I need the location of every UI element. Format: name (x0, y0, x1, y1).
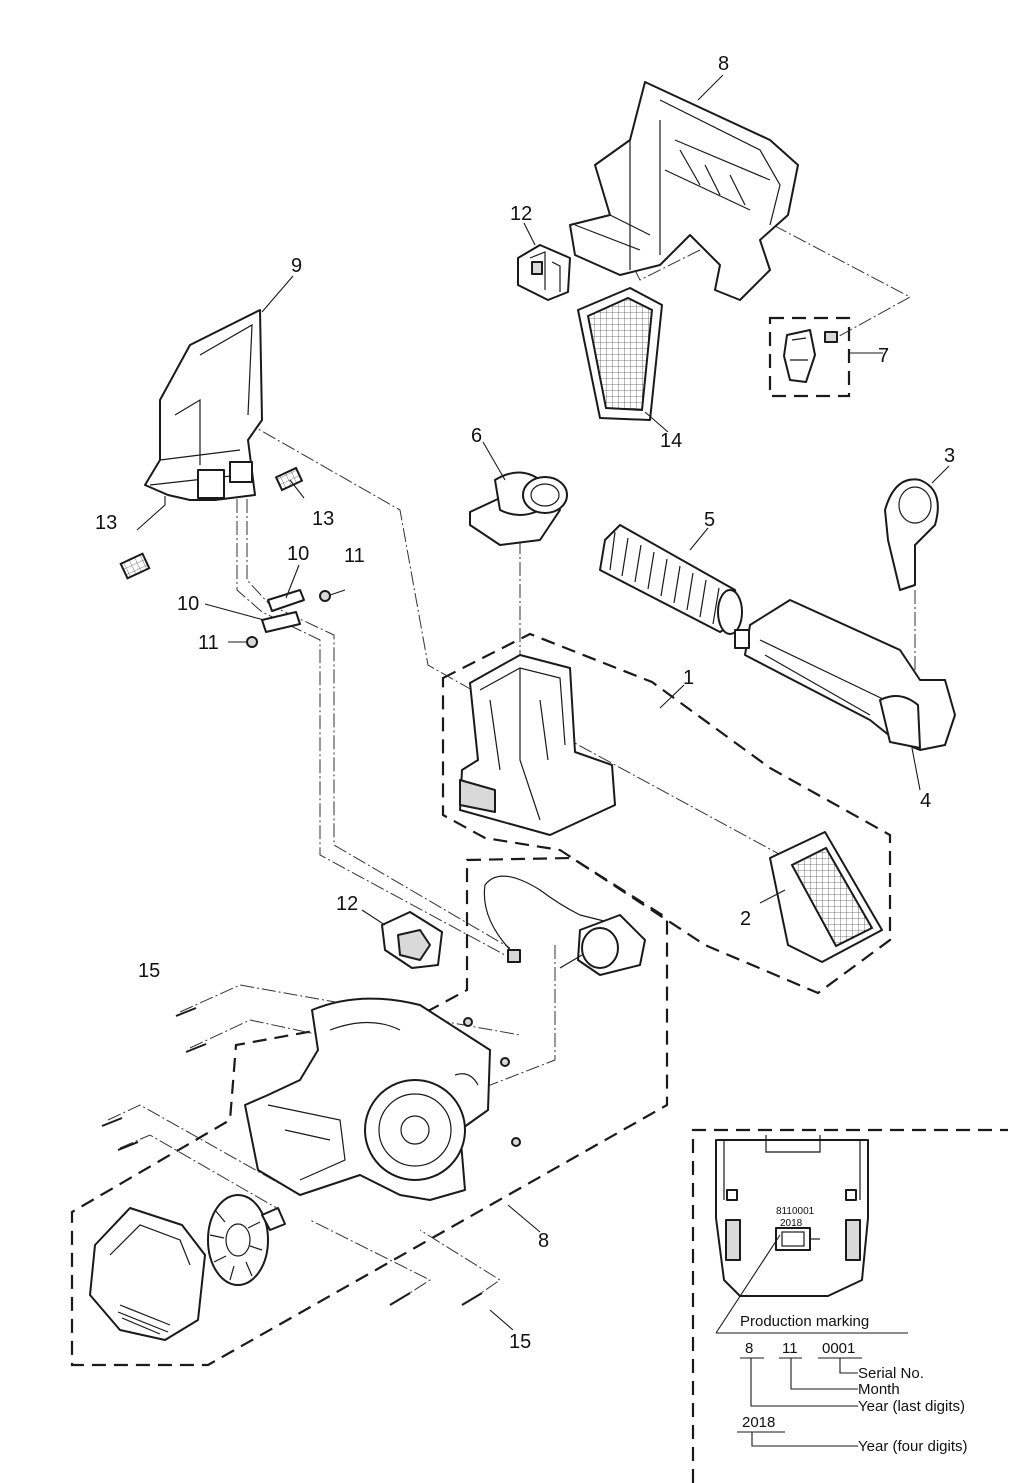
callout-6: 6 (471, 425, 482, 447)
part-9-rear-cover (144, 309, 263, 501)
part-8-upper-housing (569, 81, 799, 301)
callout-1: 1 (683, 667, 694, 689)
digit-month: 11 (782, 1340, 798, 1357)
group-outline-7 (768, 316, 851, 398)
part-11-screws (246, 590, 331, 648)
part-4-tank (734, 599, 956, 751)
part-13-spring-right (274, 466, 304, 492)
part-14-filter-panel (577, 287, 663, 421)
callout-15-bottom: 15 (509, 1331, 531, 1353)
callout-15-top: 15 (138, 960, 160, 982)
callout-4: 4 (920, 790, 931, 812)
callout-8-top: 8 (718, 53, 729, 75)
part-7-latch (783, 329, 838, 383)
inset-border (691, 1128, 1008, 1483)
part-8-lower-housing (244, 997, 491, 1201)
callout-11-lower: 11 (198, 632, 219, 654)
callout-10-lower: 10 (177, 593, 199, 615)
year-last-label: Year (last digits) (858, 1398, 965, 1415)
leader-lines (136, 74, 950, 1331)
part-small-plate (261, 1207, 286, 1231)
group-outline-1 (441, 632, 892, 995)
serial-label: Serial No. (858, 1365, 924, 1382)
part-2-cartridge-filter (769, 831, 883, 963)
callout-13-left: 13 (95, 512, 117, 534)
callout-2: 2 (740, 908, 751, 930)
digit-year-last: 8 (745, 1340, 753, 1357)
group-outline-8-bottom (70, 856, 669, 1367)
callout-5: 5 (704, 509, 715, 531)
label-code: 8110001 (776, 1206, 815, 1217)
part-10-plates (261, 589, 305, 633)
callout-labels: 8 12 9 7 14 6 3 5 13 13 10 11 10 11 1 4 … (95, 53, 955, 1353)
year-full: 2018 (742, 1414, 775, 1431)
callout-9: 9 (291, 255, 302, 277)
label-year: 2018 (780, 1218, 803, 1229)
callout-12-mid: 12 (336, 893, 358, 915)
callout-13-right: 13 (312, 508, 334, 530)
part-6-adapter (469, 471, 568, 546)
callout-14: 14 (660, 430, 682, 452)
month-label: Month (858, 1381, 900, 1398)
year-full-label: Year (four digits) (858, 1438, 968, 1455)
part-front-cover (89, 1207, 206, 1341)
callout-8-bottom: 8 (538, 1230, 549, 1252)
callout-10-upper: 10 (287, 543, 309, 565)
part-13-spring-left (119, 552, 151, 580)
part-12-switch-mid (381, 911, 443, 969)
part-1-main-body (459, 654, 616, 836)
part-motor-with-wire (483, 875, 646, 976)
digit-serial: 0001 (822, 1340, 855, 1357)
part-3-connector (884, 478, 939, 591)
part-12-clip-top (517, 244, 571, 301)
callout-11-upper: 11 (344, 545, 365, 567)
part-fan-impeller (207, 1194, 269, 1286)
callout-3: 3 (944, 445, 955, 467)
production-marking-inset: 8110001 2018 Production marking 8 11 000… (715, 1135, 968, 1455)
callout-7: 7 (878, 345, 889, 367)
callout-12-top: 12 (510, 203, 532, 225)
part-15-screws (101, 1007, 521, 1306)
production-marking-title: Production marking (740, 1313, 869, 1330)
part-5-hose (599, 524, 743, 635)
